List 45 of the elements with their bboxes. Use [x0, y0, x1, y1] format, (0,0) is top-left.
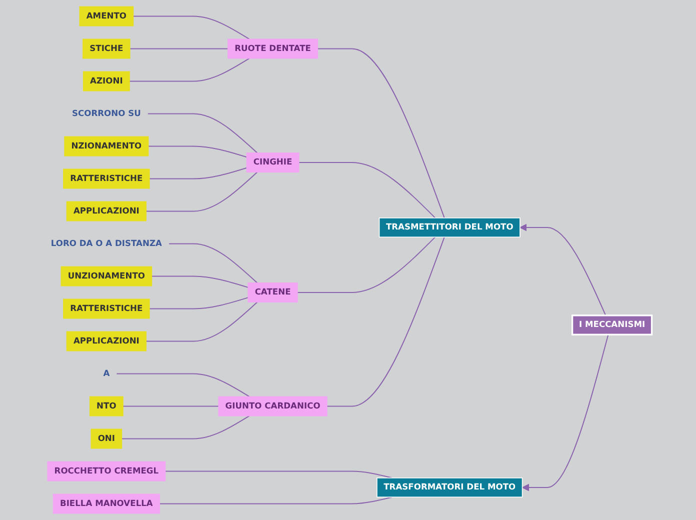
connector: [146, 172, 258, 212]
node-box: RUOTE DENTATE: [228, 38, 318, 59]
node-box: RATTERISTICHE: [63, 298, 150, 319]
connector: [148, 167, 248, 180]
node-box: TRASFORMATORI DEL MOTO: [376, 478, 523, 498]
connector: [168, 243, 258, 284]
connector: [148, 146, 248, 158]
node-box: BIELLA MANOVELLA: [52, 494, 160, 514]
node-text: A: [103, 369, 110, 378]
node-box: CINGHIE: [246, 152, 300, 172]
connector: [159, 496, 393, 504]
node-box: UNZIONAMENTO: [60, 266, 152, 286]
connector: [298, 162, 436, 218]
node-text: LORO DA O A DISTANZA: [50, 239, 162, 248]
connector: [116, 373, 250, 398]
connector: [164, 470, 393, 478]
arrow: [522, 334, 609, 492]
connector: [147, 113, 258, 154]
node-box: AZIONI: [82, 71, 130, 92]
node-box: STICHE: [82, 38, 130, 59]
node-box: NTO: [89, 396, 124, 416]
node-box: RATTERISTICHE: [63, 168, 150, 189]
connector: [122, 406, 220, 407]
node-box: I MECCANISMI: [571, 314, 653, 336]
node-box: TRASMETTITORI DEL MOTO: [378, 218, 520, 238]
connector: [326, 236, 445, 407]
node-box: ROCCHETTO CREMEGL: [47, 461, 166, 482]
node-box: CATENE: [248, 282, 298, 302]
node-box: ONI: [90, 428, 122, 449]
connector: [129, 48, 228, 50]
connector: [317, 48, 445, 218]
node-box: NZIONAMENTO: [64, 136, 149, 156]
connector: [121, 415, 250, 440]
connector: [151, 276, 249, 288]
node-text: SCORRONO SU: [72, 109, 141, 118]
connector: [146, 302, 258, 342]
connector: [148, 297, 249, 310]
node-box: APPLICAZIONI: [66, 331, 146, 352]
node-box: AMENTO: [79, 6, 134, 26]
node-box: GIUNTO CARDANICO: [218, 396, 328, 416]
arrow: [520, 224, 606, 316]
connector: [132, 16, 250, 40]
node-box: APPLICAZIONI: [66, 201, 146, 222]
connector: [128, 58, 250, 82]
connector: [296, 236, 436, 293]
